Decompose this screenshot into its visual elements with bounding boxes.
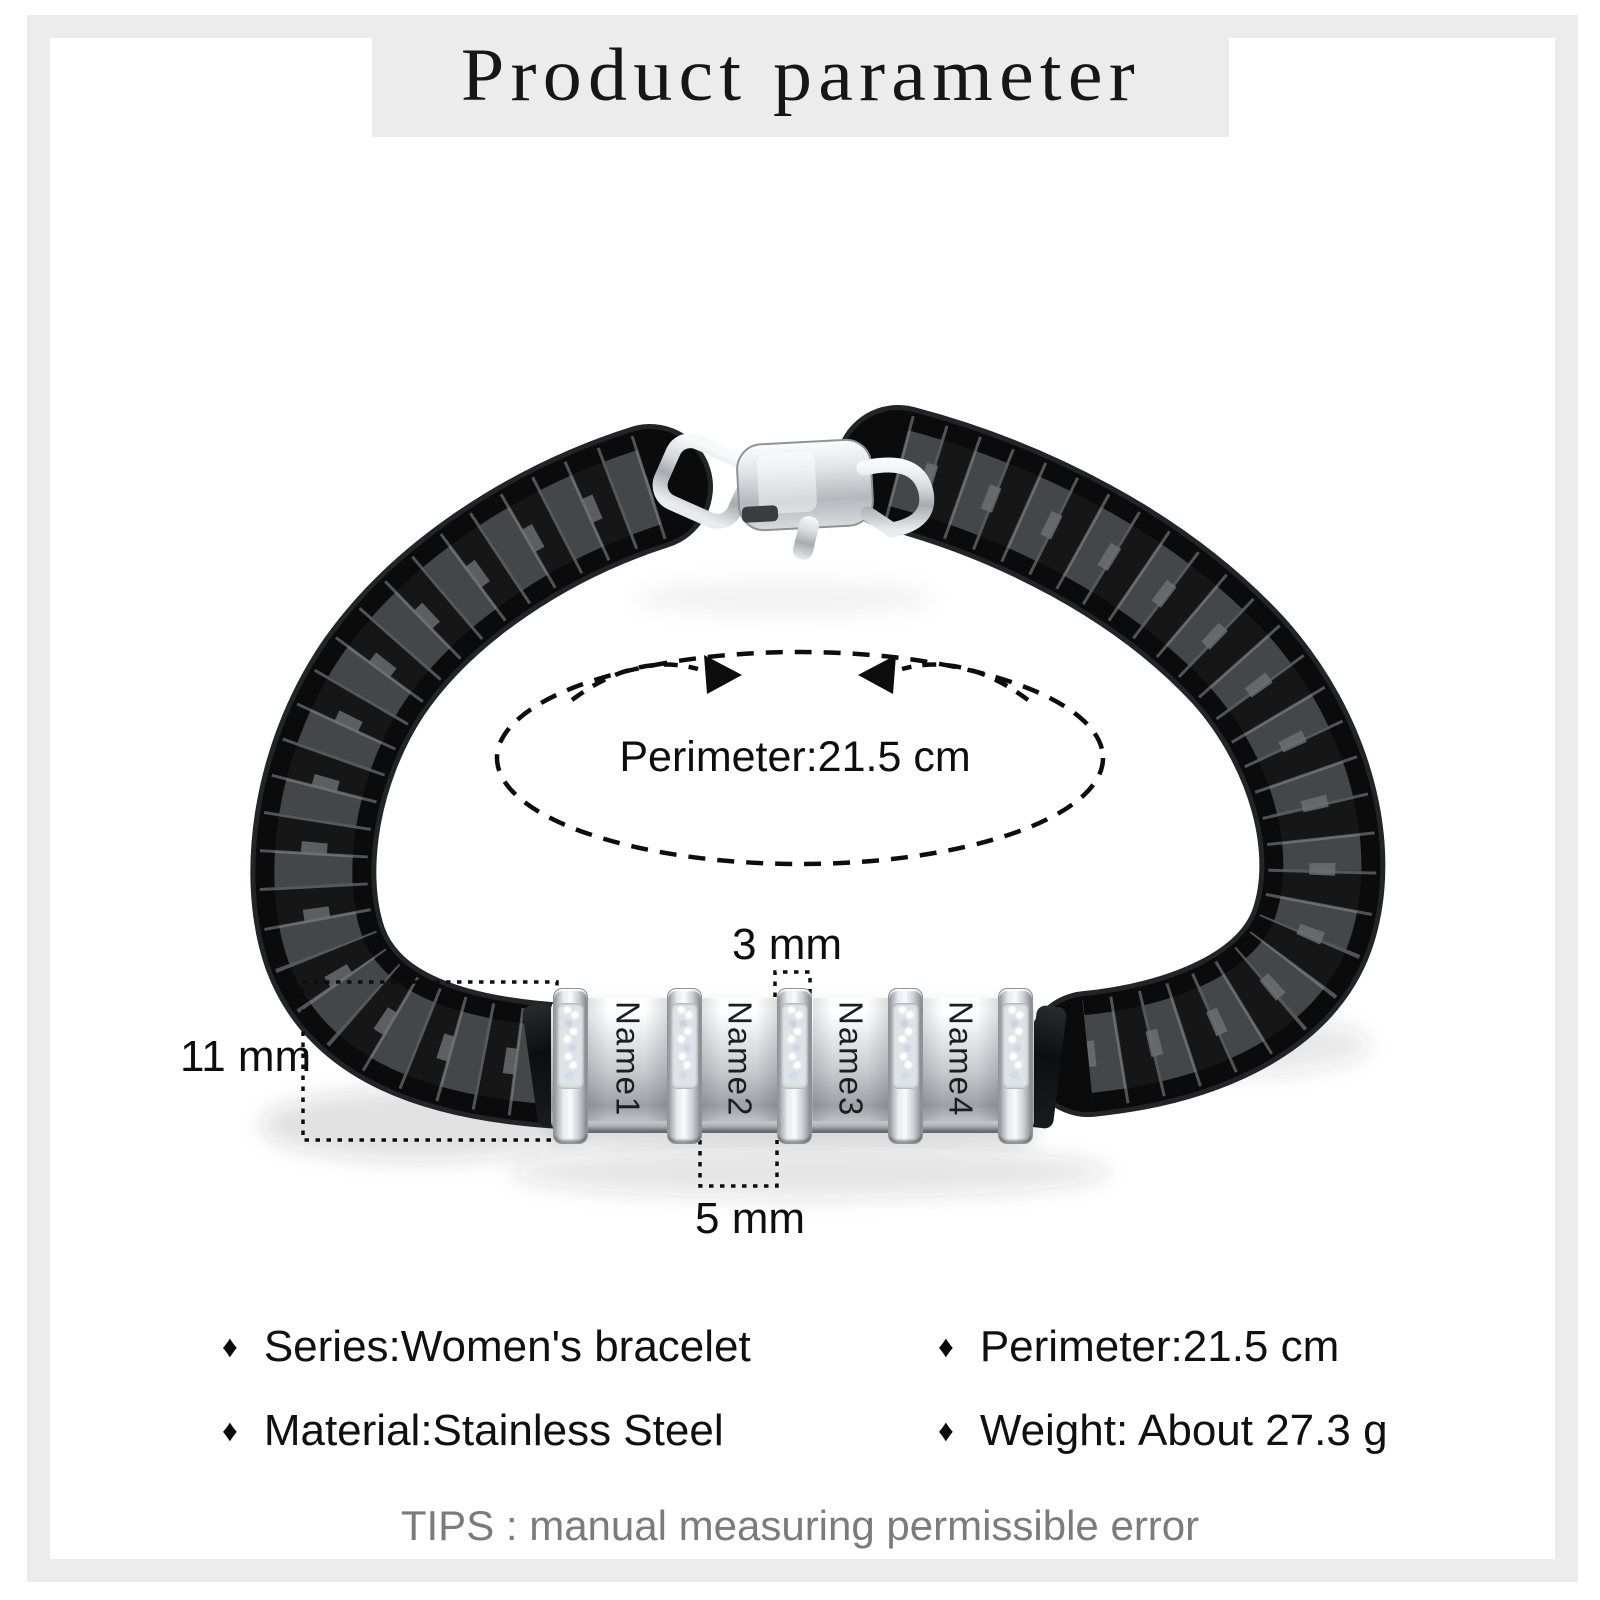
crystal-ring	[777, 988, 812, 1144]
name-bead-3: Name3	[813, 998, 888, 1121]
pave-crystals	[671, 1003, 698, 1089]
page-title: Product parameter	[460, 34, 1141, 117]
name-bead-4: Name4	[923, 998, 998, 1121]
pave-crystals	[892, 1003, 919, 1089]
perimeter-dashed-ellipse	[494, 649, 1106, 867]
diamond-bullet-icon: ♦	[938, 1413, 954, 1448]
title-banner: Product parameter	[372, 15, 1229, 137]
bead-engraving: Name3	[832, 1001, 870, 1118]
arrow-right-icon	[704, 655, 742, 694]
arrow-left-icon	[858, 655, 896, 694]
pave-crystals	[1002, 1003, 1029, 1089]
name-bead-1: Name1	[588, 998, 667, 1121]
spec-text: Material:Stainless Steel	[263, 1406, 724, 1455]
pave-crystals	[557, 1003, 584, 1089]
name-bead-bar: Name1 Name2 Name3 Name4	[521, 986, 1090, 1151]
crystal-ring	[998, 988, 1033, 1144]
spec-item-material: ♦ Material:Stainless Steel	[222, 1406, 724, 1456]
guide-5mm-bracket	[698, 1140, 779, 1188]
crystal-ring	[888, 988, 923, 1144]
spec-item-series: ♦ Series:Women's bracelet	[222, 1322, 751, 1372]
perimeter-annotation-label: Perimeter:21.5 cm	[619, 733, 971, 781]
lobster-clasp	[652, 433, 935, 560]
pave-crystals	[781, 1003, 808, 1089]
chain-right	[835, 405, 1386, 1117]
dim-label-11mm: 11 mm	[180, 1032, 312, 1081]
chain-left	[250, 424, 713, 1129]
crystal-ring	[553, 988, 588, 1144]
guide-3mm-bracket	[773, 970, 812, 997]
diamond-bullet-icon: ♦	[222, 1413, 238, 1448]
tips-note: TIPS : manual measuring permissible erro…	[400, 1502, 1200, 1549]
bead-engraving: Name2	[721, 1001, 759, 1118]
crystal-ring	[667, 988, 702, 1144]
spec-text: Perimeter:21.5 cm	[979, 1322, 1340, 1371]
bead-engraving: Name1	[609, 1001, 647, 1118]
dim-label-5mm: 5 mm	[695, 1194, 805, 1243]
perimeter-annotation-group	[494, 649, 1106, 867]
spec-text: Series:Women's bracelet	[263, 1322, 751, 1371]
bead-engraving: Name4	[942, 1001, 980, 1118]
dim-label-3mm: 3 mm	[732, 920, 842, 969]
spec-text: Weight: About 27.3 g	[979, 1406, 1388, 1455]
spec-item-perimeter: ♦ Perimeter:21.5 cm	[938, 1322, 1339, 1372]
diamond-bullet-icon: ♦	[938, 1329, 954, 1364]
diamond-bullet-icon: ♦	[222, 1329, 238, 1364]
name-bead-2: Name2	[702, 998, 777, 1121]
spec-item-weight: ♦ Weight: About 27.3 g	[938, 1406, 1388, 1456]
